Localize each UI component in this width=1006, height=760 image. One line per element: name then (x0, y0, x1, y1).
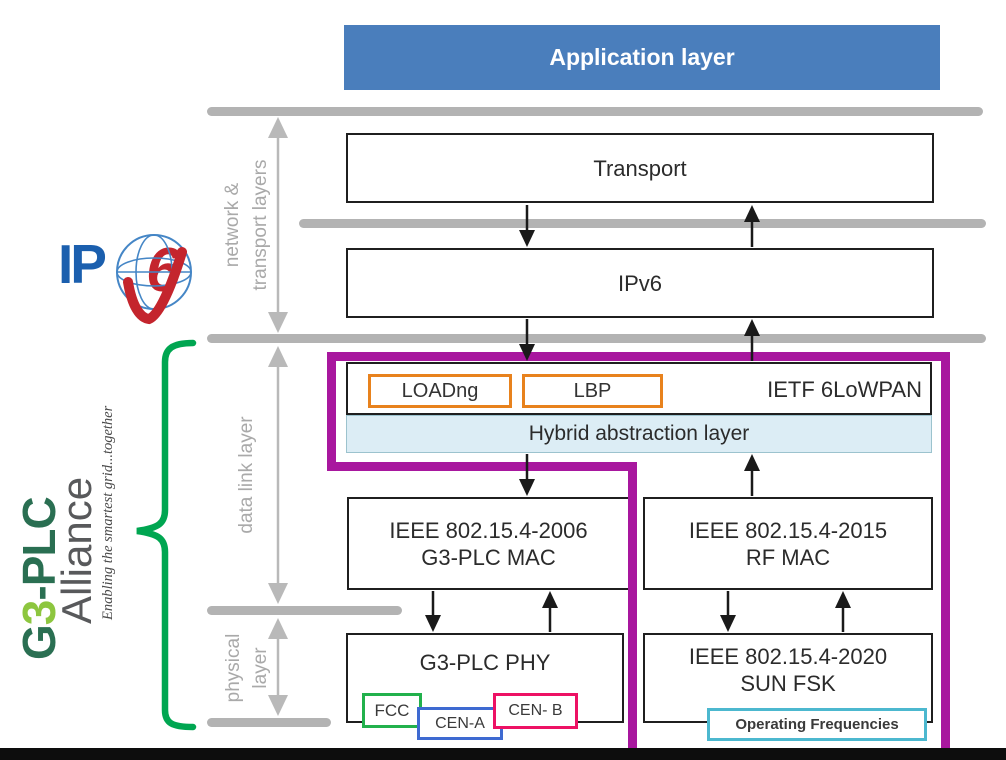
cen-a-band-tag: CEN-A (417, 707, 503, 740)
rf-mac-line2: RF MAC (745, 544, 831, 570)
magenta-outline-notch (327, 462, 637, 471)
magenta-outline-right (941, 352, 950, 748)
network-label-line2: transport layers (250, 159, 271, 291)
magenta-outline-middle (628, 462, 637, 748)
hybrid-abstraction-layer-box: Hybrid abstraction layer (346, 415, 932, 453)
arrow-rfmac-to-hybrid-up (744, 454, 760, 496)
separator-bar-4 (207, 606, 402, 615)
ipv6-logo: IP 6 (58, 230, 208, 330)
separator-bar-1 (207, 107, 983, 116)
sun-fsk-line1: IEEE 802.15.4-2020 (688, 644, 888, 669)
arrow-hybrid-to-g3mac-down (519, 454, 535, 496)
physical-label-line2: layer (250, 647, 271, 689)
rf-mac-line1: IEEE 802.15.4-2015 (688, 517, 888, 543)
g3plc-mac-line1: IEEE 802.15.4-2006 (389, 517, 588, 543)
ipv6-logo-ip-text: IP (58, 233, 107, 295)
ietf-6lowpan-label: IETF 6LoWPAN (767, 377, 922, 402)
alliance-wordmark: Alliance (53, 476, 100, 624)
physical-layer-label: physical layer (220, 608, 274, 728)
loadng-box: LOADng (368, 374, 512, 408)
logo-tagline: Enabling the smartest grid...together (100, 405, 116, 620)
datalink-section-arrow (268, 346, 288, 604)
physical-label-line1: physical (223, 633, 244, 703)
arrow-g3mac-to-g3phy-down (425, 591, 441, 632)
g3-letter-g: G (13, 625, 65, 660)
g3plc-phy-label: G3-PLC PHY (419, 650, 551, 675)
cen-b-band-tag: CEN- B (493, 693, 578, 729)
magenta-outline-top (327, 352, 950, 361)
separator-bar-5 (207, 718, 331, 727)
separator-bar-3 (207, 334, 986, 343)
sun-fsk-box: IEEE 802.15.4-2020 SUN FSK (643, 633, 933, 723)
operating-frequencies-tag: Operating Frequencies (707, 708, 927, 741)
transport-box: Transport (346, 133, 934, 203)
g3plc-alliance-logo: G3-PLC Alliance Enabling the smartest gr… (13, 395, 131, 660)
arrow-rfmac-to-sunfsk-down (720, 591, 736, 632)
rf-mac-box: IEEE 802.15.4-2015 RF MAC (643, 497, 933, 590)
sun-fsk-line2: SUN FSK (740, 671, 836, 696)
g3plc-mac-line2: G3-PLC MAC (421, 544, 556, 570)
g3plc-mac-box: IEEE 802.15.4-2006 G3-PLC MAC (347, 497, 630, 590)
ipv6-box: IPv6 (346, 248, 934, 318)
magenta-outline-left (327, 352, 336, 471)
application-layer-box: Application layer (344, 25, 940, 90)
arrow-g3phy-to-g3mac-up (542, 591, 558, 632)
fcc-band-tag: FCC (362, 693, 422, 728)
network-label-line1: network & (222, 182, 243, 268)
ipv6-logo-6-text: 6 (146, 236, 181, 305)
bottom-black-bar (0, 748, 1006, 760)
arrow-sunfsk-to-rfmac-up (835, 591, 851, 632)
lbp-box: LBP (522, 374, 663, 408)
network-transport-layers-label: network & transport layers (219, 110, 275, 340)
data-link-layer-label: data link layer (236, 416, 257, 534)
separator-bar-2 (299, 219, 986, 228)
